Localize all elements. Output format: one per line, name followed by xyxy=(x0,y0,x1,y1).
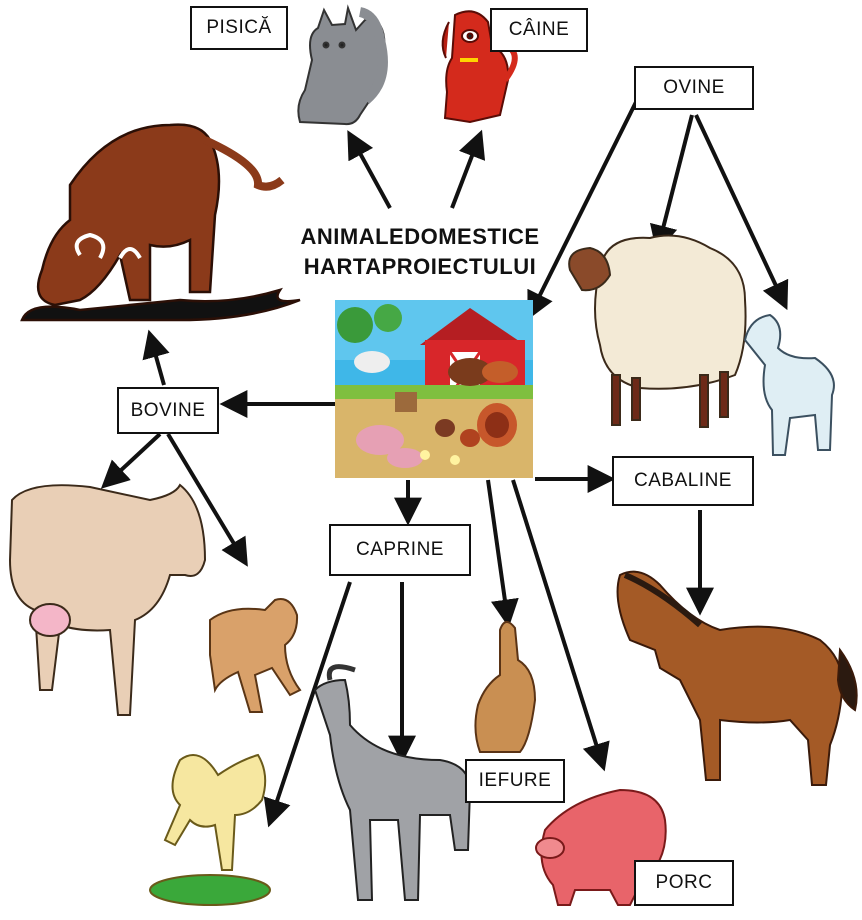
lamb-illustration xyxy=(745,315,834,455)
calf-illustration xyxy=(210,599,300,712)
cat-illustration xyxy=(298,8,384,124)
label-caprine: CAPRINE xyxy=(329,524,471,576)
rabbit-illustration xyxy=(475,622,535,752)
label-porc: PORC xyxy=(634,860,734,906)
bull-illustration xyxy=(22,125,300,320)
arrow-bovine-to-cow xyxy=(105,434,160,485)
sheep-illustration xyxy=(569,236,745,427)
title-line-2: HARTAPROIECTULUI xyxy=(270,252,570,282)
arrow-ovine-to-sheep xyxy=(658,115,692,248)
label-iefure: IEFURE xyxy=(465,759,565,803)
title-line-1: ANIMALEDOMESTICE xyxy=(270,222,570,252)
horse-illustration xyxy=(618,572,857,785)
cow-illustration xyxy=(10,485,205,715)
kid-illustration xyxy=(150,755,270,905)
label-pisica: PISICĂ xyxy=(190,6,288,50)
label-cabaline: CABALINE xyxy=(612,456,754,506)
arrow-to-cat xyxy=(350,135,390,208)
farm-picture xyxy=(335,300,533,478)
label-caine: CÂINE xyxy=(490,8,588,52)
arrow-center-to-rabbit xyxy=(488,480,508,622)
label-bovine: BOVINE xyxy=(117,387,219,434)
arrow-bovine-to-bull xyxy=(150,335,164,385)
diagram-title: ANIMALEDOMESTICE HARTAPROIECTULUI xyxy=(270,222,570,282)
label-ovine: OVINE xyxy=(634,66,754,110)
arrow-to-dog xyxy=(452,135,480,208)
goat-illustration xyxy=(315,667,470,900)
